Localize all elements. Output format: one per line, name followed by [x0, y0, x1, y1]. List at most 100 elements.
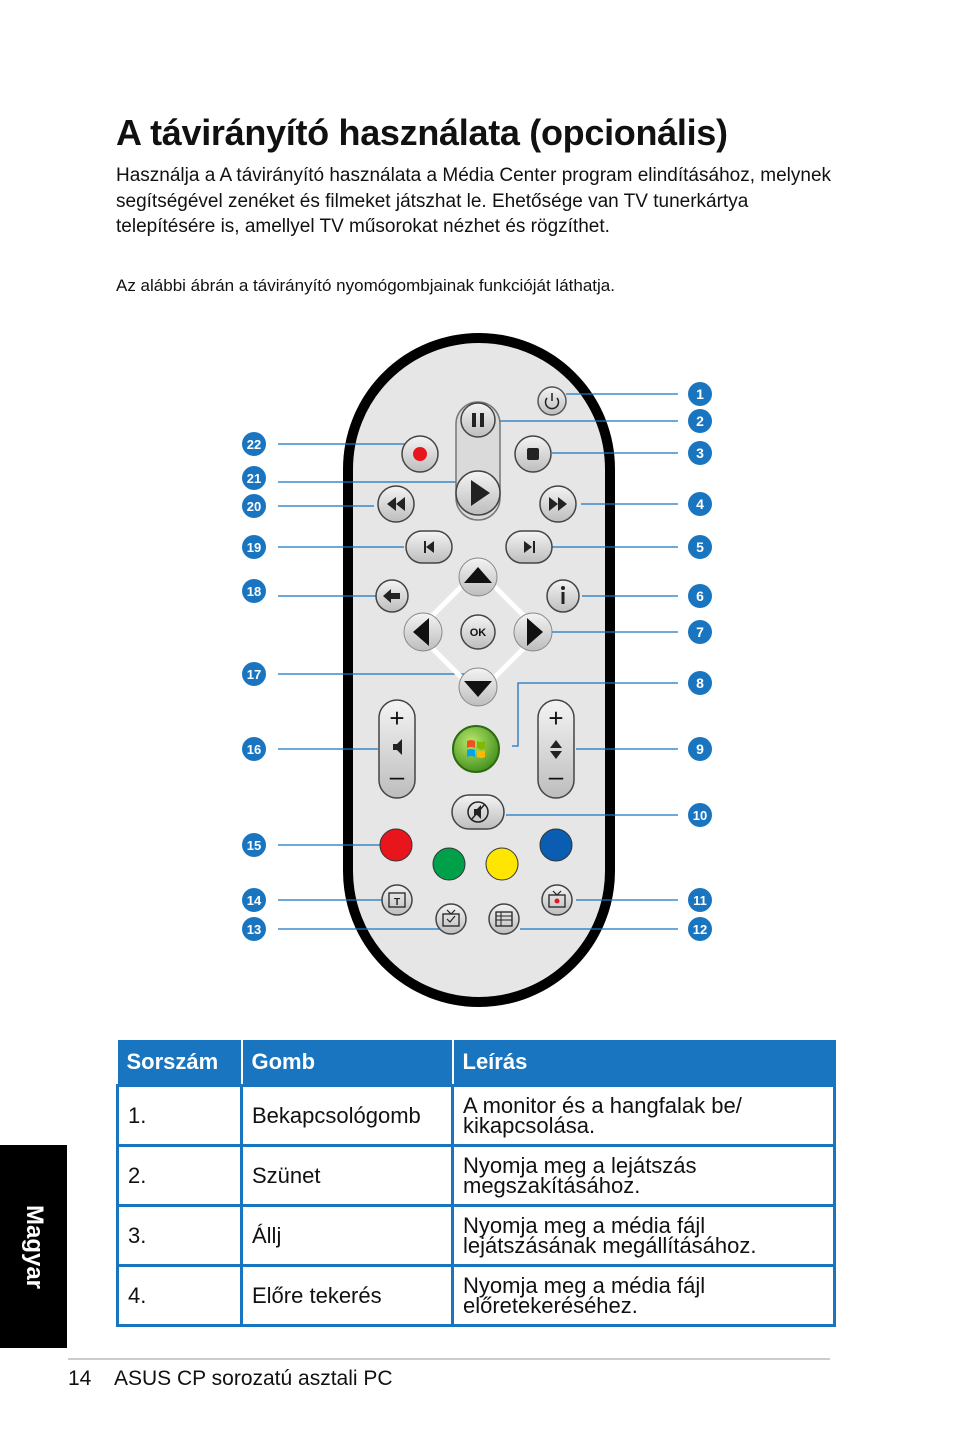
up-arrow-button[interactable]: [458, 557, 498, 597]
callout-8: 8: [688, 671, 712, 695]
callout-19: 19: [242, 535, 266, 559]
blue-button[interactable]: [539, 828, 573, 862]
row-button: Előre tekerés: [240, 1264, 454, 1327]
skip-forward-button[interactable]: [505, 530, 553, 564]
callout-20: 20: [242, 494, 266, 518]
windows-start-button[interactable]: [452, 725, 500, 773]
language-tab: Magyar: [0, 1145, 67, 1348]
left-arrow-button[interactable]: [403, 612, 443, 652]
teletext-label: T: [394, 897, 400, 908]
callout-number: 13: [247, 922, 261, 937]
play-button[interactable]: [455, 470, 501, 516]
callout-12: 12: [688, 917, 712, 941]
callout-number: 15: [247, 838, 261, 853]
row-button: Állj: [240, 1204, 454, 1267]
callout-9: 9: [688, 737, 712, 761]
callout-number: 16: [247, 742, 261, 757]
down-arrow-button[interactable]: [458, 667, 498, 707]
teletext-button[interactable]: T: [381, 884, 413, 916]
callout-18: 18: [242, 579, 266, 603]
callout-number: 19: [247, 540, 261, 555]
guide-button[interactable]: [488, 903, 520, 935]
live-tv-button[interactable]: [435, 903, 467, 935]
callout-number: 22: [247, 437, 261, 452]
stop-button[interactable]: [514, 435, 552, 473]
header-number: Sorszám: [117, 1040, 243, 1086]
row-number: 2.: [116, 1144, 243, 1207]
table-row: 4. Előre tekerés Nyomja meg a média fájl…: [116, 1264, 836, 1327]
callout-number: 9: [696, 741, 704, 757]
row-description: A monitor és a hangfalak be/ kikapcsolás…: [451, 1084, 836, 1147]
channel-rocker[interactable]: + –: [537, 699, 575, 799]
callout-11: 11: [688, 888, 712, 912]
callout-17: 17: [242, 662, 266, 686]
callout-1: 1: [688, 382, 712, 406]
callout-15: 15: [242, 833, 266, 857]
callout-14: 14: [242, 888, 266, 912]
callout-number: 18: [247, 584, 261, 599]
callout-number: 17: [247, 667, 261, 682]
callout-21: 21: [242, 466, 266, 490]
callout-number: 20: [247, 499, 261, 514]
callout-number: 6: [696, 588, 704, 604]
ok-button[interactable]: OK: [460, 614, 496, 650]
footer-title: ASUS CP sorozatú asztali PC: [114, 1367, 393, 1390]
channel-down-icon: [550, 751, 562, 759]
diagram-caption: Az alábbi ábrán a távirányító nyomógombj…: [116, 276, 615, 295]
recorded-tv-button[interactable]: [541, 884, 573, 916]
row-description: Nyomja meg a média fájl lejátszásának me…: [451, 1204, 836, 1267]
callout-number: 7: [696, 624, 704, 640]
callout-4: 4: [688, 492, 712, 516]
channel-minus-sign: –: [549, 761, 564, 791]
button-description-table: Sorszám Gomb Leírás 1. Bekapcsológomb A …: [116, 1040, 836, 1327]
mute-button[interactable]: [451, 794, 505, 830]
callout-22: 22: [242, 432, 266, 456]
callout-number: 2: [696, 413, 704, 429]
pause-button[interactable]: [460, 402, 496, 438]
record-button[interactable]: [401, 435, 439, 473]
guide-grid-icon: [495, 911, 513, 927]
back-button[interactable]: [375, 579, 409, 613]
callout-number: 14: [247, 893, 262, 908]
channel-plus-sign: +: [548, 703, 563, 733]
red-button[interactable]: [379, 828, 413, 862]
power-button[interactable]: [537, 386, 567, 416]
table-row: 2. Szünet Nyomja meg a lejátszás megszak…: [116, 1144, 836, 1207]
row-description: Nyomja meg a lejátszás megszakításához.: [451, 1144, 836, 1207]
callout-number: 5: [696, 539, 704, 555]
callout-number: 1: [696, 386, 704, 402]
ok-label: OK: [470, 627, 487, 639]
row-button: Szünet: [240, 1144, 454, 1207]
speaker-icon: [393, 739, 402, 755]
right-arrow-button[interactable]: [513, 612, 553, 652]
callout-3: 3: [688, 441, 712, 465]
callout-16: 16: [242, 737, 266, 761]
volume-plus-sign: +: [389, 703, 404, 733]
yellow-button[interactable]: [485, 847, 519, 881]
green-button[interactable]: [432, 847, 466, 881]
callout-number: 3: [696, 445, 704, 461]
callout-13: 13: [242, 917, 266, 941]
volume-rocker[interactable]: + –: [378, 699, 416, 799]
table-row: 1. Bekapcsológomb A monitor és a hangfal…: [116, 1084, 836, 1147]
rewind-button[interactable]: [377, 485, 415, 523]
page-title: A távirányító használata (opcionális): [116, 112, 728, 153]
info-button[interactable]: [546, 579, 580, 613]
callout-2: 2: [688, 409, 712, 433]
table-row: 3. Állj Nyomja meg a média fájl lejátszá…: [116, 1204, 836, 1267]
intro-paragraph: Használja a A távirányító használata a M…: [116, 165, 832, 237]
callouts-left: 22 21 20 19 18 17 16 15 14 13: [242, 432, 266, 941]
callout-number: 10: [693, 808, 707, 823]
callout-7: 7: [688, 620, 712, 644]
callout-number: 21: [247, 471, 261, 486]
row-number: 3.: [116, 1204, 243, 1267]
skip-back-button[interactable]: [405, 530, 453, 564]
row-number: 4.: [116, 1264, 243, 1327]
fast-forward-button[interactable]: [539, 485, 577, 523]
callout-number: 11: [693, 893, 707, 908]
windows-logo-icon: [467, 740, 475, 748]
callout-5: 5: [688, 535, 712, 559]
